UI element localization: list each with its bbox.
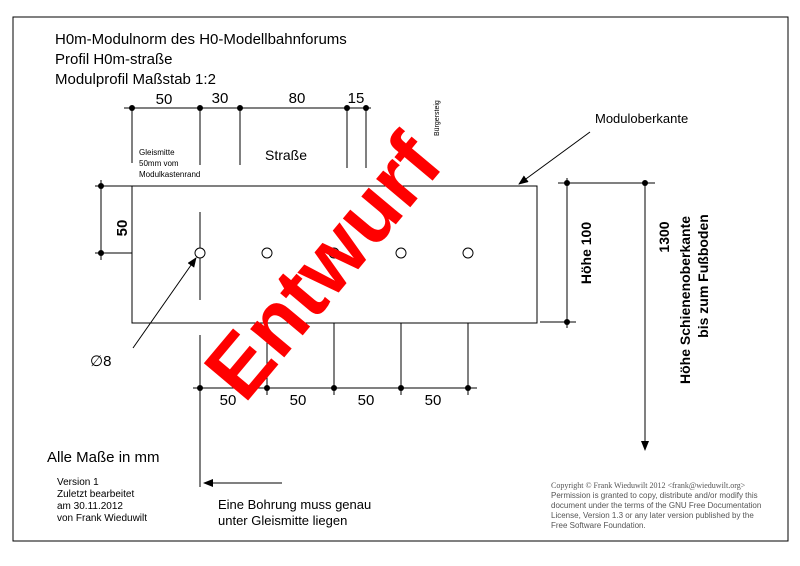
hole	[328, 247, 340, 259]
copyright-line: document under the terms of the GNU Free…	[551, 501, 761, 510]
hole-leader	[132, 257, 197, 349]
entwurf-watermark: Entwurf	[186, 116, 460, 417]
height-1300-label: 1300	[656, 221, 672, 252]
copyright-line: Free Software Foundation.	[551, 521, 646, 530]
drill-holes	[194, 247, 474, 259]
copyright-line: Copyright © Frank Wieduwilt 2012 <frank@…	[551, 481, 746, 490]
page-border	[12, 16, 789, 542]
top-dimension	[124, 105, 371, 168]
hole	[261, 247, 273, 259]
hole	[194, 247, 206, 259]
rail-height-label-2: bis zum Fußboden	[695, 214, 711, 338]
drill-note-2: unter Gleismitte liegen	[218, 513, 347, 528]
right-dimension	[540, 178, 655, 451]
version-line-4: von Frank Wieduwilt	[57, 513, 147, 524]
top-dim-80: 80	[289, 90, 306, 107]
title-line-2: Profil H0m-straße	[55, 51, 173, 68]
hole	[462, 247, 474, 259]
bottom-dim-3: 50	[358, 392, 375, 409]
moduloberkante-label: Moduloberkante	[595, 111, 688, 126]
left-dim-50: 50	[114, 220, 131, 237]
strasse-label: Straße	[265, 147, 307, 163]
moduloberkante-arrow	[518, 131, 591, 185]
version-line-2: Zuletzt bearbeitet	[57, 489, 134, 500]
left-dimension	[95, 180, 132, 260]
version-line-3: am 30.11.2012	[57, 501, 123, 512]
gleismitte-note-3: Modulkastenrand	[139, 170, 200, 179]
bottom-dimension	[193, 323, 477, 487]
bottom-dim-2: 50	[290, 392, 307, 409]
buergersteig-label: Bürgersteig	[434, 100, 441, 136]
top-dim-50: 50	[156, 91, 173, 108]
hoehe-100-label: Höhe 100	[578, 222, 594, 284]
top-dim-15: 15	[348, 90, 365, 107]
title-line-3: Modulprofil Maßstab 1:2	[55, 71, 216, 88]
copyright-block: Copyright © Frank Wieduwilt 2012 <frank@…	[551, 481, 761, 530]
title-line-1: H0m-Modulnorm des H0-Modellbahnforums	[55, 31, 347, 48]
top-dim-30: 30	[212, 90, 229, 107]
gleismitte-note-1: Gleismitte	[139, 148, 175, 157]
hole-diameter-label: ∅8	[90, 353, 111, 370]
hole	[395, 247, 407, 259]
units-note: Alle Maße in mm	[47, 449, 160, 466]
version-line-1: Version 1	[57, 477, 99, 488]
drill-note-1: Eine Bohrung muss genau	[218, 497, 371, 512]
gleismitte-note-2: 50mm vom	[139, 159, 179, 168]
copyright-line: Permission is granted to copy, distribut…	[551, 491, 758, 500]
bottom-dim-4: 50	[425, 392, 442, 409]
rail-height-label-1: Höhe Schienenoberkante	[677, 216, 693, 384]
copyright-line: License, Version 1.3 or any later versio…	[551, 511, 754, 520]
bottom-dim-1: 50	[220, 392, 237, 409]
